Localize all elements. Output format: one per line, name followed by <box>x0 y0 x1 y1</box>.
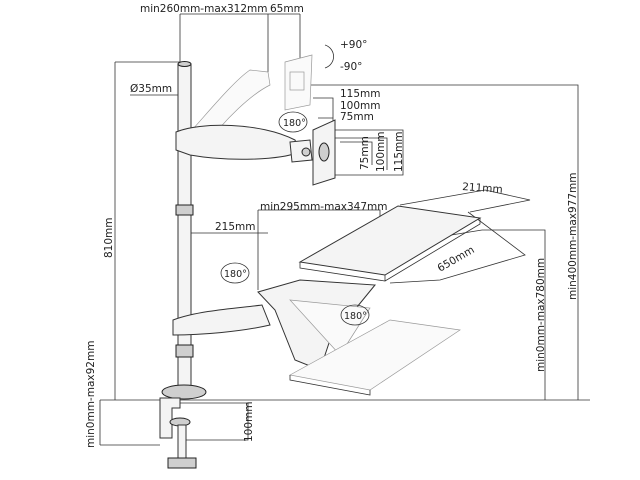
arm-reach-label: min260mm-max312mm <box>140 3 267 15</box>
pole-height-label: 810mm <box>103 218 115 259</box>
desk-clamp <box>159 384 207 469</box>
tray-arm <box>172 279 377 371</box>
vesa-75-label: 75mm <box>340 111 374 123</box>
vesa-75-vertical-label: 75mm <box>359 136 371 170</box>
arm-swivel-label: 180° <box>224 269 247 280</box>
monitor-arm-raised <box>191 54 313 141</box>
clamp-depth-label: 100mm <box>243 402 255 443</box>
rotation-arrows <box>220 44 370 326</box>
tray-width-label: 650mm <box>436 244 477 275</box>
vesa-115-vertical-label: 115mm <box>393 132 405 173</box>
monitor-arm <box>175 119 336 186</box>
tray-arm-offset-label: 215mm <box>215 221 256 233</box>
pole <box>175 61 194 395</box>
vesa-115-label: 115mm <box>340 88 381 100</box>
vesa-100-label: 100mm <box>340 100 381 112</box>
tray-height-label: min0mm-max780mm <box>535 258 547 372</box>
tray-depth-label: 211mm <box>462 181 503 196</box>
keyboard-tray-rotated <box>288 319 461 396</box>
tilt-up-label: +90° <box>340 39 367 51</box>
keyboard-tray <box>298 205 482 282</box>
vesa-100-vertical-label: 100mm <box>375 132 387 173</box>
monitor-swivel-label: 180° <box>283 118 306 129</box>
clamp-thickness-label: min0mm-max92mm <box>85 341 97 448</box>
tray-reach-label: min295mm-max347mm <box>260 201 387 213</box>
monitor-height-label: min400mm-max977mm <box>567 173 579 300</box>
tilt-down-label: -90° <box>340 61 362 73</box>
pole-diameter-label: Ø35mm <box>130 83 172 95</box>
tray-swivel-label: 180° <box>344 311 367 322</box>
head-depth-label: 65mm <box>270 3 304 15</box>
